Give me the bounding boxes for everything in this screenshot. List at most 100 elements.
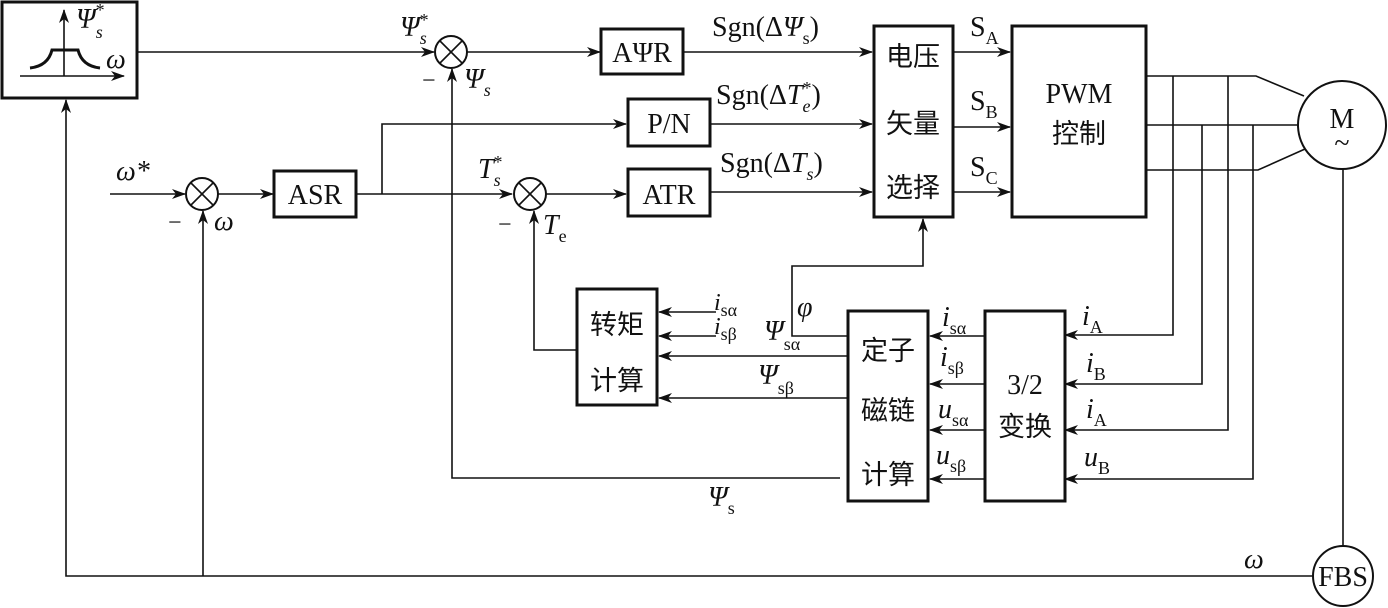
svg-text:Ψsβ: Ψsβ [758, 360, 794, 398]
svg-text:选择: 选择 [886, 173, 940, 204]
motor-label: M [1330, 104, 1355, 135]
isalpha-label-left: i [714, 290, 721, 316]
svg-text:Ψs: Ψs [464, 64, 491, 100]
psi-feedback-line [447, 68, 840, 479]
t-fb-label: T [543, 210, 561, 241]
svg-text:FBS: FBS [1318, 562, 1368, 593]
omega-feedback-line [61, 99, 1313, 577]
svg-text:usβ: usβ [936, 440, 966, 476]
svg-text:SC: SC [970, 152, 998, 188]
svg-text:计算: 计算 [861, 460, 915, 491]
flux-reference-generator-block: Ψs* ω [0, 0, 139, 100]
isbeta-label-left: i [714, 314, 721, 340]
svg-text:SA: SA [970, 12, 999, 48]
torque-calc-block: 转矩 计算 [575, 287, 659, 407]
omega-fb-label: ω [214, 206, 234, 237]
torque-minus-sign: − [498, 212, 512, 238]
svg-text:usα: usα [938, 394, 969, 430]
asr-block: ASR [272, 169, 358, 219]
pn-block: P/N [626, 97, 712, 148]
svg-text:计算: 计算 [590, 366, 644, 397]
te-feedback-line [529, 210, 576, 351]
phi-line [791, 218, 928, 337]
omega-bottom-label: ω [1244, 544, 1264, 575]
ia-label: i [1082, 301, 1090, 332]
psi-minus-sign: − [422, 68, 436, 94]
phase-a-line [1146, 75, 1305, 97]
svg-text:Ψs: Ψs [708, 482, 735, 518]
svg-text:iB: iB [1086, 348, 1106, 384]
ub-tap-line [1064, 125, 1254, 484]
stator-flux-calc-block: 定子 磁链 计算 [846, 309, 930, 503]
ia2-label: i [1086, 394, 1094, 425]
svg-text:isα: isα [942, 302, 967, 338]
pwm-control-block: PWM 控制 [1010, 24, 1148, 219]
psialpha-label: Ψ [764, 316, 786, 347]
svg-text:定子: 定子 [861, 336, 915, 367]
motor-ac-icon: ~ [1334, 128, 1349, 159]
isalpha-label-right: i [942, 302, 950, 333]
atr-block: ATR [626, 167, 712, 218]
omega-minus-sign: − [168, 210, 182, 236]
ia2-tap-line [1064, 76, 1229, 435]
svg-text:SB: SB [970, 86, 998, 122]
svg-text:isα: isα [714, 290, 738, 320]
voltage-vector-select-block: 电压 矢量 选择 [872, 24, 955, 219]
isbeta-label-right: i [940, 342, 948, 373]
svg-text:矢量: 矢量 [886, 109, 940, 140]
svg-text:Te: Te [543, 210, 567, 246]
svg-text:Sgn(ΔTs): Sgn(ΔTs) [720, 148, 823, 184]
svg-text:Ψs*: Ψs* [400, 10, 428, 48]
sgn-psi-label: Sgn(Δ [712, 12, 783, 43]
svg-text:P/N: P/N [647, 109, 691, 140]
svg-text:控制: 控制 [1052, 119, 1106, 150]
sa-label: S [970, 12, 986, 43]
gen-y-label: Ψ [76, 4, 98, 35]
svg-text:3/2: 3/2 [1007, 370, 1043, 401]
sb-label: S [970, 86, 986, 117]
sgn-te-label: Sgn(Δ [716, 80, 787, 111]
transform-3-2-block: 3/2 变换 [983, 309, 1067, 503]
gen-x-label: ω [106, 44, 126, 75]
psi-fb-label: Ψ [464, 64, 486, 95]
svg-text:Sgn(ΔTe*): Sgn(ΔTe*) [716, 78, 821, 116]
t-ref-label: T [478, 154, 496, 185]
speed-sum-junction [185, 177, 219, 211]
svg-text:iA: iA [1082, 301, 1103, 337]
flux-sum-junction [434, 35, 468, 69]
phase-c-line [1146, 148, 1306, 171]
psibeta-label: Ψ [758, 360, 780, 391]
usalpha-label: u [938, 394, 952, 425]
psi-s-bottom-label: Ψ [708, 482, 730, 513]
svg-text:变换: 变换 [998, 412, 1052, 443]
torque-sum-junction [513, 177, 547, 211]
flux-weakening-curve-icon [29, 48, 101, 70]
sc-label: S [970, 152, 986, 183]
svg-text:uB: uB [1084, 442, 1110, 478]
svg-text:ASR: ASR [288, 180, 343, 211]
svg-text:磁链: 磁链 [861, 396, 915, 427]
ia-tap-line [1064, 76, 1174, 340]
svg-text:Ψsα: Ψsα [764, 316, 801, 354]
svg-text:iA: iA [1086, 394, 1107, 430]
svg-text:AΨR: AΨR [612, 38, 672, 69]
svg-text:转矩: 转矩 [590, 310, 644, 341]
usbeta-label: u [936, 440, 950, 471]
sgn-ts-label: Sgn(Δ [720, 148, 791, 179]
svg-text:isβ: isβ [940, 342, 964, 378]
apsir-block: AΨR [599, 27, 685, 76]
psi-ref-label: Ψ [400, 12, 422, 43]
ib-label: i [1086, 348, 1094, 379]
svg-text:isβ: isβ [714, 314, 737, 344]
svg-text:Ψs*: Ψs* [76, 0, 104, 42]
ib-tap-line [1064, 125, 1203, 389]
svg-text:PWM: PWM [1046, 79, 1113, 110]
fbs-sensor: FBS [1312, 545, 1374, 607]
svg-text:ATR: ATR [643, 180, 696, 211]
motor: M ~ [1297, 80, 1387, 170]
omega-ref-label: ω* [116, 156, 150, 187]
ub-label: u [1084, 442, 1098, 473]
svg-text:Sgn(ΔΨs): Sgn(ΔΨs) [712, 12, 819, 48]
